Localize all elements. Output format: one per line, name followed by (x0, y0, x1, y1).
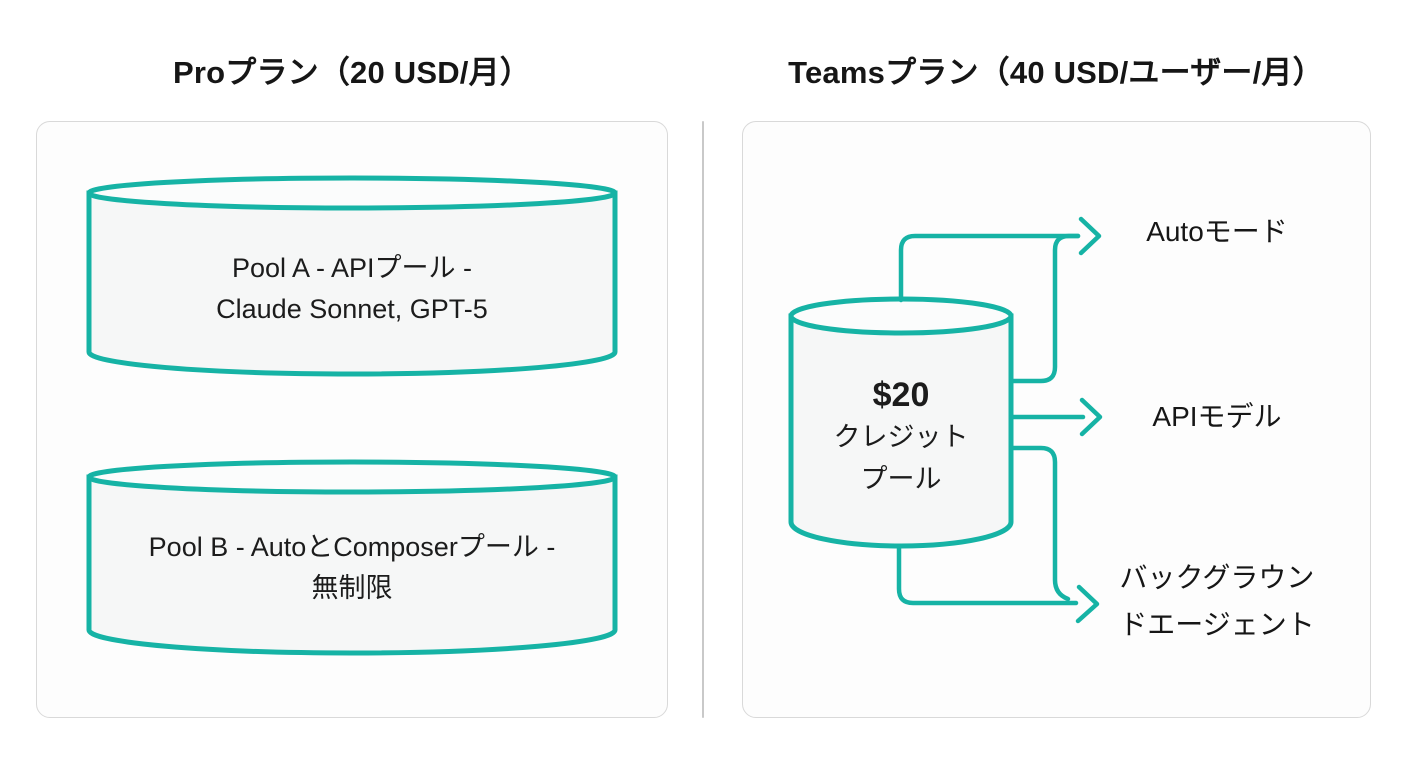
cylinder-credit-pool-body (788, 313, 1014, 549)
background-arrowhead-icon (1075, 584, 1100, 624)
auto-arrowhead-icon (1078, 216, 1102, 256)
target-background-line2: ドエージェント (1119, 609, 1315, 640)
credit-pool-amount: $20 (872, 376, 930, 414)
target-auto-mode: Autoモード (1146, 216, 1288, 247)
pool-b-label: Pool B - AutoとComposerプール - 無制限 (92, 527, 612, 609)
teams-plan-title: Teamsプラン（40 USD/ユーザー/月） (788, 55, 1324, 90)
cylinder-pool-b-body (86, 474, 618, 656)
edge-top-to-auto (898, 233, 1081, 303)
edge-side-to-background (1008, 445, 1071, 602)
pro-plan-title: Proプラン（20 USD/月） (172, 55, 532, 90)
edge-side-to-auto (1008, 233, 1081, 384)
cylinder-pool-b-top (86, 459, 618, 495)
cylinder-pool-a-body (86, 190, 618, 377)
edge-bottom-to-background (896, 544, 1079, 606)
credit-pool-line1: クレジット (833, 422, 969, 452)
target-background-agent: バックグラウン ドエージェント (1067, 554, 1367, 648)
pool-b-line1: Pool B - AutoとComposerプール - (148, 532, 556, 562)
cylinder-credit-pool (788, 296, 1014, 549)
cylinder-pool-a (86, 175, 618, 377)
target-background-line1: バックグラウン (1119, 562, 1315, 593)
pool-a-line2: Claude Sonnet, GPT-5 (216, 294, 488, 324)
api-arrowhead-icon (1079, 397, 1103, 437)
panel-divider (702, 121, 704, 718)
target-api-models: APIモデル (1152, 401, 1282, 432)
pool-a-line1: Pool A - APIプール - (231, 253, 473, 283)
credit-pool-line2: プール (860, 464, 942, 494)
cylinder-pool-b (86, 459, 618, 656)
pool-a-label: Pool A - APIプール - Claude Sonnet, GPT-5 (92, 248, 612, 330)
cylinder-credit-pool-top (788, 296, 1014, 336)
cylinder-pool-a-top (86, 175, 618, 211)
pool-b-line2: 無制限 (311, 573, 393, 603)
